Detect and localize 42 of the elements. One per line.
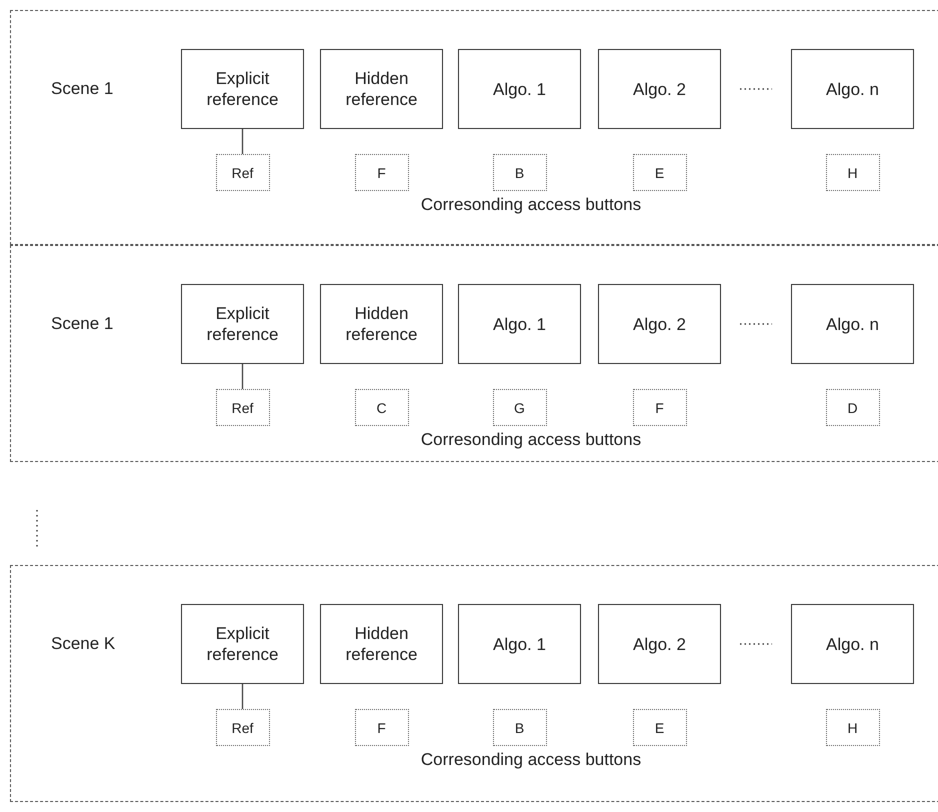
method-box: Algo. 2	[598, 604, 721, 684]
scene-panel	[10, 245, 938, 462]
method-box: Hidden reference	[320, 49, 443, 129]
buttons-label: Corresonding access buttons	[420, 750, 642, 770]
method-box: Algo. 1	[458, 284, 581, 364]
access-button: C	[354, 389, 408, 426]
method-box: Hidden reference	[320, 604, 443, 684]
method-box: Algo. 2	[598, 49, 721, 129]
method-box: Algo. n	[791, 49, 914, 129]
access-button: E	[632, 709, 686, 746]
buttons-label: Corresonding access buttons	[420, 195, 642, 215]
access-button: G	[492, 389, 546, 426]
connector-line	[242, 684, 244, 709]
access-button: H	[826, 154, 880, 191]
method-box: Explicit reference	[181, 604, 304, 684]
method-box: Hidden reference	[320, 284, 443, 364]
scene-label: Scene K	[51, 634, 116, 654]
access-button: Ref	[216, 709, 270, 746]
method-box: Algo. n	[791, 284, 914, 364]
access-button: E	[632, 154, 686, 191]
method-box: Explicit reference	[181, 49, 304, 129]
access-button: F	[632, 389, 686, 426]
method-box: Algo. 1	[458, 604, 581, 684]
access-button: B	[492, 154, 546, 191]
method-box: Explicit reference	[181, 284, 304, 364]
access-button: F	[354, 709, 408, 746]
access-button: H	[826, 709, 880, 746]
scene-panel	[10, 10, 938, 245]
buttons-label: Corresonding access buttons	[420, 430, 642, 450]
access-button: D	[826, 389, 880, 426]
method-box: Algo. 2	[598, 284, 721, 364]
scene-label: Scene 1	[51, 314, 114, 334]
access-button: F	[354, 154, 408, 191]
scene-label: Scene 1	[51, 79, 114, 99]
access-button: B	[492, 709, 546, 746]
connector-line	[242, 364, 244, 389]
method-box: Algo. n	[791, 604, 914, 684]
access-button: Ref	[216, 154, 270, 191]
access-button: Ref	[216, 389, 270, 426]
scene-panel	[10, 565, 938, 802]
method-box: Algo. 1	[458, 49, 581, 129]
connector-line	[242, 129, 244, 154]
